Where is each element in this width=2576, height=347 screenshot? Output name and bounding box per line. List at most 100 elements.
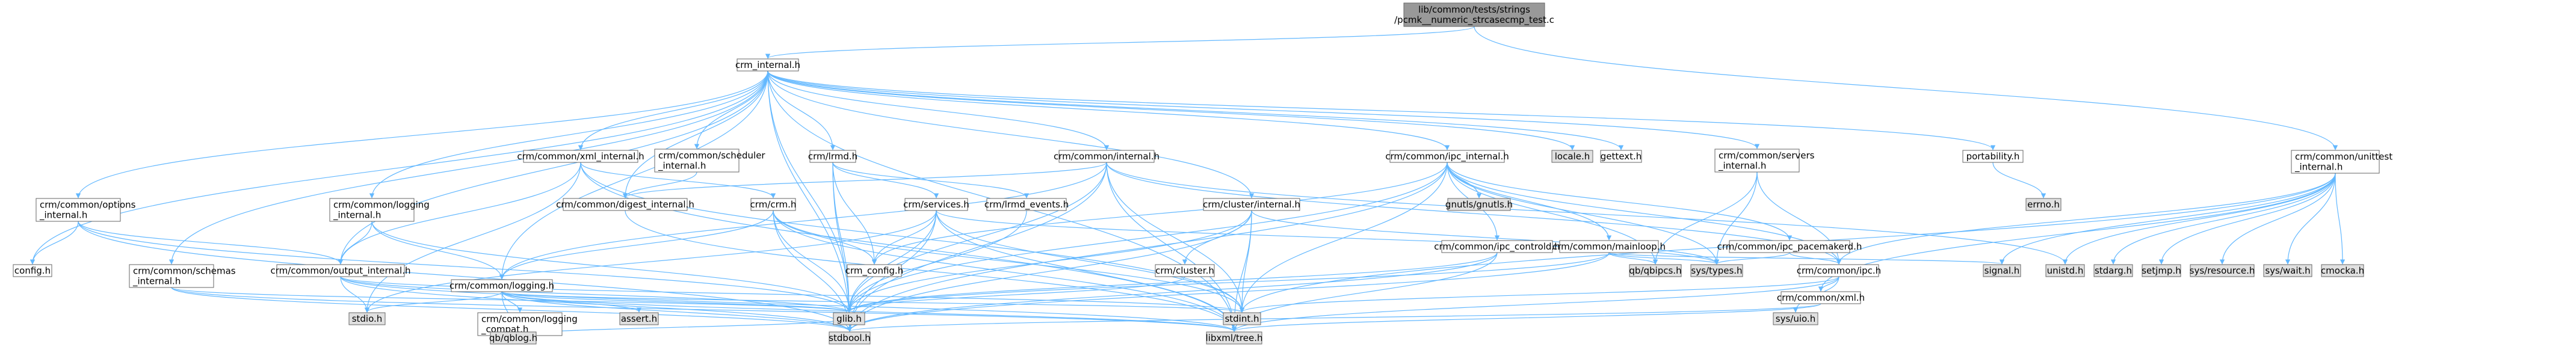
node-label: gettext.h bbox=[1601, 151, 1642, 162]
edge-logging-to-logging_compat bbox=[501, 291, 523, 313]
node-box bbox=[1773, 312, 1818, 325]
node-signal[interactable]: signal.h bbox=[1983, 264, 2021, 277]
node-box bbox=[348, 312, 386, 325]
node-sys-types[interactable]: sys/types.h bbox=[1690, 264, 1743, 277]
node-sys-wait[interactable]: sys/wait.h bbox=[2263, 264, 2312, 277]
node-gettext[interactable]: gettext.h bbox=[1600, 150, 1642, 163]
node-cluster-internal[interactable]: crm/cluster/internal.h bbox=[1203, 198, 1300, 211]
node-qblog[interactable]: qb/qblog.h bbox=[489, 331, 537, 345]
edge-crm_internal-to-ipc_internal bbox=[767, 70, 1450, 150]
node-scheduler-internal[interactable]: crm/common/scheduler_internal.h bbox=[654, 149, 765, 173]
node-stdarg[interactable]: stdarg.h bbox=[2093, 264, 2133, 277]
node-stdint[interactable]: stdint.h bbox=[1223, 312, 1261, 325]
node-portability[interactable]: portability.h bbox=[1962, 150, 2024, 163]
edge-crm-to-logging bbox=[499, 210, 774, 280]
edge-common_internal-to-stdint bbox=[1106, 162, 1245, 313]
node-label: setjmp.h bbox=[2142, 265, 2181, 276]
nodes-layer: lib/common/tests/strings/pcmk__numeric_s… bbox=[13, 2, 2392, 345]
node-logging-internal[interactable]: crm/common/logging_internal.h bbox=[329, 198, 430, 222]
node-crm-internal[interactable]: crm_internal.h bbox=[735, 58, 800, 72]
node-box bbox=[847, 264, 902, 277]
node-servers-internal[interactable]: crm/common/servers_internal.h bbox=[1714, 149, 1815, 173]
node-unittest-internal[interactable]: crm/common/unittest_internal.h bbox=[2291, 150, 2392, 174]
node-options-internal[interactable]: crm/common/options_internal.h bbox=[36, 198, 136, 222]
node-label: portability.h bbox=[1966, 151, 2020, 162]
edge-options_internal-to-config bbox=[29, 221, 79, 265]
node-xml-internal[interactable]: crm/common/xml_internal.h bbox=[517, 150, 644, 163]
edge-lrmd-to-glib bbox=[832, 162, 852, 313]
node-glib[interactable]: glib.h bbox=[833, 312, 865, 325]
node-sys-uio[interactable]: sys/uio.h bbox=[1773, 312, 1818, 325]
node-box bbox=[2142, 264, 2181, 277]
node-box bbox=[13, 264, 52, 277]
node-box bbox=[1729, 240, 1850, 253]
node-stdbool[interactable]: stdbool.h bbox=[829, 331, 871, 345]
node-locale[interactable]: locale.h bbox=[1551, 150, 1593, 163]
node-crm[interactable]: crm/crm.h bbox=[750, 198, 797, 211]
edge-crm-to-stdbool bbox=[773, 210, 853, 332]
node-lrmd-events[interactable]: crm/lrmd_events.h bbox=[984, 198, 1069, 211]
node-box bbox=[654, 149, 740, 173]
node-label: stdint.h bbox=[1225, 313, 1259, 324]
edge-lrmd-to-lrmd_events bbox=[832, 162, 1030, 198]
node-ipc[interactable]: crm/common/ipc.h bbox=[1797, 264, 1881, 277]
edge-unittest_internal-to-ipc bbox=[1836, 173, 2336, 265]
node-box bbox=[1155, 264, 1215, 277]
node-output-internal[interactable]: crm/common/output_internal.h bbox=[270, 264, 411, 277]
node-label: _internal.h bbox=[658, 161, 706, 172]
node-label: unistd.h bbox=[2047, 265, 2084, 276]
edge-output_internal-to-stdio bbox=[340, 276, 370, 313]
node-cluster[interactable]: crm/cluster.h bbox=[1155, 264, 1215, 277]
edge-common_internal-to-glib bbox=[846, 162, 1107, 313]
edge-crm-to-glib bbox=[773, 210, 852, 313]
node-digest-internal[interactable]: crm/common/digest_internal.h bbox=[556, 198, 694, 211]
edge-root-to-crm_internal bbox=[765, 26, 1475, 59]
node-unistd[interactable]: unistd.h bbox=[2045, 264, 2085, 277]
node-services[interactable]: crm/services.h bbox=[903, 198, 969, 211]
edge-crm_internal-to-stdbool bbox=[767, 70, 853, 332]
edge-crm_internal-to-glib bbox=[767, 70, 852, 313]
edge-crm_internal-to-common_internal bbox=[767, 70, 1110, 150]
node-setjmp[interactable]: setjmp.h bbox=[2142, 264, 2181, 277]
node-qb-ipcs[interactable]: qb/qbipcs.h bbox=[1629, 264, 1682, 277]
node-label: crm/cluster/internal.h bbox=[1203, 199, 1300, 210]
node-libxml-tree[interactable]: libxml/tree.h bbox=[1205, 331, 1263, 345]
edge-crm_internal-to-options_internal bbox=[75, 70, 768, 198]
node-logging[interactable]: crm/common/logging.h bbox=[449, 279, 554, 292]
edge-ipc_internal-to-sys_types bbox=[1447, 162, 1720, 265]
node-common-internal[interactable]: crm/common/internal.h bbox=[1054, 150, 1160, 163]
edge-lrmd-to-crm_config bbox=[832, 162, 877, 265]
node-box bbox=[2045, 264, 2085, 277]
node-cmocka[interactable]: cmocka.h bbox=[2321, 264, 2364, 277]
node-label: assert.h bbox=[621, 313, 657, 324]
edge-crm_internal-to-output_internal bbox=[338, 70, 768, 265]
node-box bbox=[1447, 198, 1511, 211]
node-root[interactable]: lib/common/tests/strings/pcmk__numeric_s… bbox=[1394, 2, 1554, 27]
node-config[interactable]: config.h bbox=[13, 264, 52, 277]
node-schemas-internal[interactable]: crm/common/schemas_internal.h bbox=[129, 264, 236, 288]
node-label: crm/common/servers bbox=[1719, 150, 1815, 161]
node-crm-config[interactable]: crm_config.h bbox=[845, 264, 903, 277]
node-common-xml[interactable]: crm/common/xml.h bbox=[1777, 291, 1865, 304]
node-ipc-pacemakerd[interactable]: crm/common/ipc_pacemakerd.h bbox=[1717, 240, 1862, 253]
node-errno[interactable]: errno.h bbox=[2025, 198, 2062, 211]
node-box bbox=[829, 331, 871, 345]
node-lrmd[interactable]: crm/lrmd.h bbox=[808, 150, 857, 163]
node-gnutls[interactable]: gnutls/gnutls.h bbox=[1445, 198, 1513, 211]
node-sys-resource[interactable]: sys/resource.h bbox=[2190, 264, 2255, 277]
node-box bbox=[276, 264, 405, 277]
node-ipc-internal[interactable]: crm/common/ipc_internal.h bbox=[1385, 150, 1509, 163]
edge-crm-to-crm_config bbox=[773, 210, 877, 265]
edge-logging-to-glib bbox=[501, 291, 851, 313]
edge-common_internal-to-stdbool bbox=[847, 162, 1107, 332]
node-mainloop[interactable]: crm/common/mainloop.h bbox=[1552, 240, 1666, 253]
edge-lrmd-to-services bbox=[832, 162, 939, 198]
edge-services-to-glib bbox=[846, 210, 937, 313]
node-label: stdbool.h bbox=[829, 333, 871, 343]
node-stdio[interactable]: stdio.h bbox=[348, 312, 386, 325]
node-box bbox=[1223, 312, 1261, 325]
node-box bbox=[1714, 149, 1800, 173]
edge-crm_internal-to-schemas_internal bbox=[168, 70, 768, 265]
node-assert[interactable]: assert.h bbox=[619, 312, 659, 325]
node-ipc-controld[interactable]: crm/common/ipc_controld.h bbox=[1434, 240, 1560, 253]
